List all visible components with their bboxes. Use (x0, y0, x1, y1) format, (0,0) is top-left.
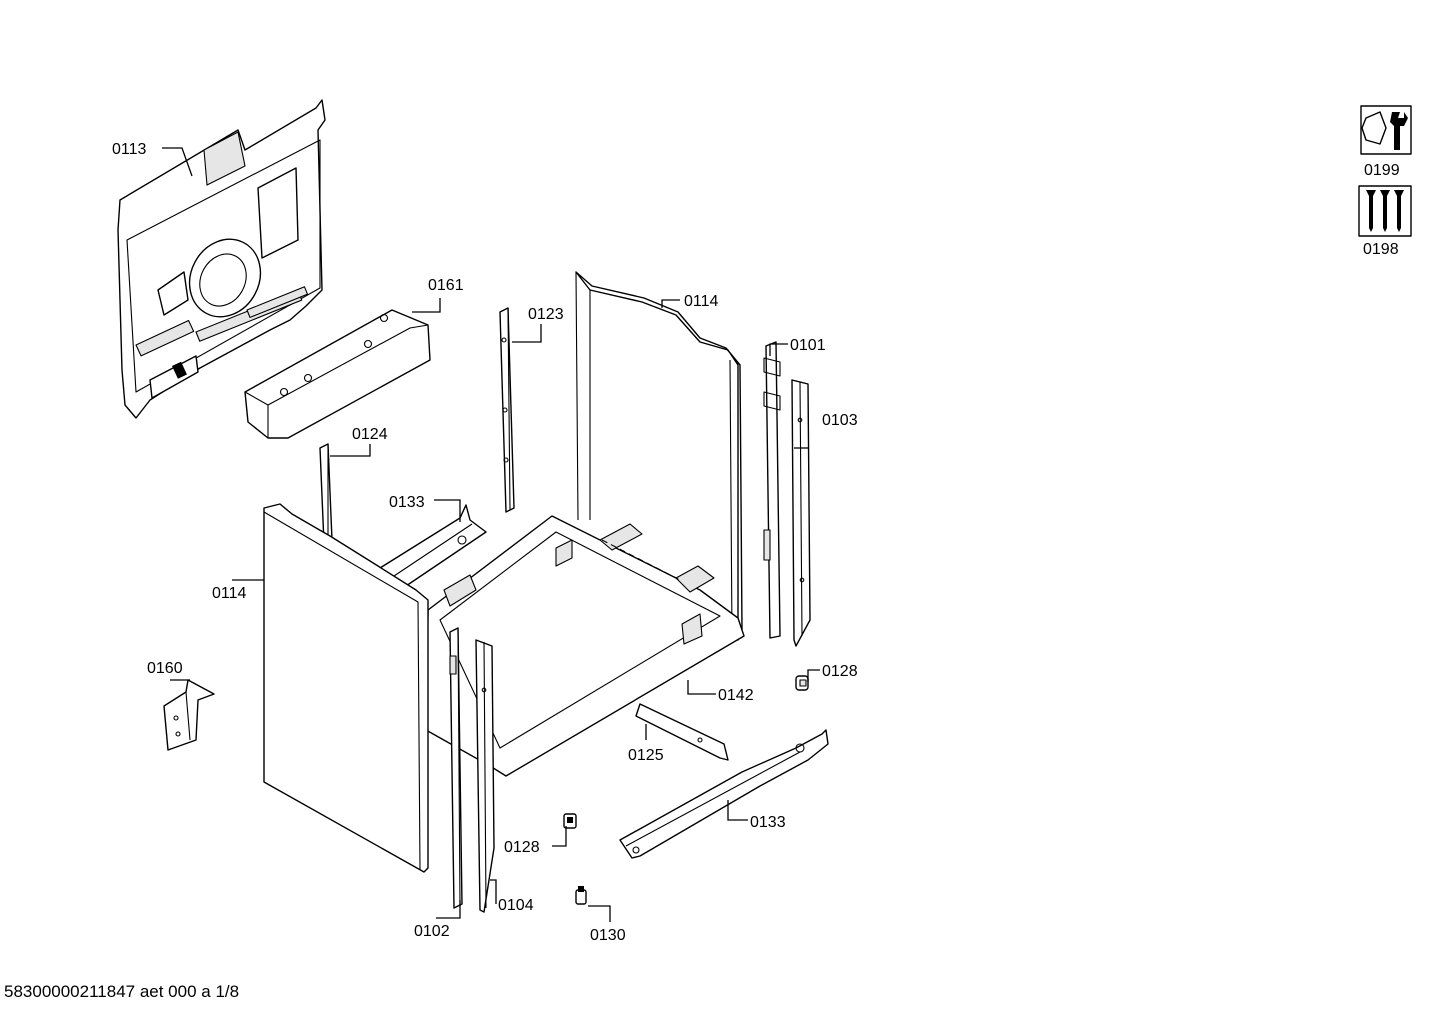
part-0161-rear-cover (244, 309, 431, 439)
label-0101: 0101 (790, 337, 826, 354)
part-0133-cross-rail-bottom (619, 729, 829, 859)
wrench-nut-icon (1360, 105, 1412, 155)
document-code: 58300000211847 aet 000 a 1/8 (4, 982, 240, 1001)
label-0102: 0102 (414, 923, 450, 940)
label-0128-bottom: 0128 (504, 839, 540, 856)
part-0160-bracket (163, 679, 215, 751)
label-0104: 0104 (498, 897, 534, 914)
label-0114-top: 0114 (684, 293, 719, 310)
callout-labels: 0113 0161 0123 0114 0101 0103 0124 0133 … (112, 141, 858, 944)
part-0104-rail (475, 639, 495, 913)
label-0142: 0142 (718, 687, 754, 704)
label-0123: 0123 (528, 306, 564, 323)
label-0133-bottom: 0133 (750, 814, 786, 831)
label-0130: 0130 (590, 927, 626, 944)
part-0125-lower-rail (635, 703, 729, 761)
part-0102-rail (449, 627, 463, 909)
label-0161: 0161 (428, 277, 464, 294)
screws-icon (1358, 185, 1412, 237)
part-0101-rail (763, 341, 781, 639)
part-0114-side-panel-front (263, 503, 429, 873)
part-0128-clip-bottom (563, 813, 577, 829)
label-0199: 0199 (1364, 162, 1400, 179)
label-0133-top: 0133 (389, 494, 425, 511)
part-0128-clip-right (795, 675, 809, 691)
leader-lines (162, 147, 820, 922)
label-0103: 0103 (822, 412, 858, 429)
part-0123-vertical-rail (499, 307, 515, 513)
part-0103-rail (791, 379, 811, 647)
part-0133-cross-rail-top (379, 504, 487, 587)
part-0124-front-rail (319, 443, 333, 545)
label-0113: 0113 (112, 141, 147, 158)
part-0113-back-panel (117, 99, 326, 419)
label-0125: 0125 (628, 747, 664, 764)
label-0114-side: 0114 (212, 585, 247, 602)
label-0124: 0124 (352, 426, 388, 443)
label-0128-right: 0128 (822, 663, 858, 680)
part-0130-foot (575, 886, 587, 905)
label-0160: 0160 (147, 660, 183, 677)
label-0198: 0198 (1363, 241, 1399, 258)
